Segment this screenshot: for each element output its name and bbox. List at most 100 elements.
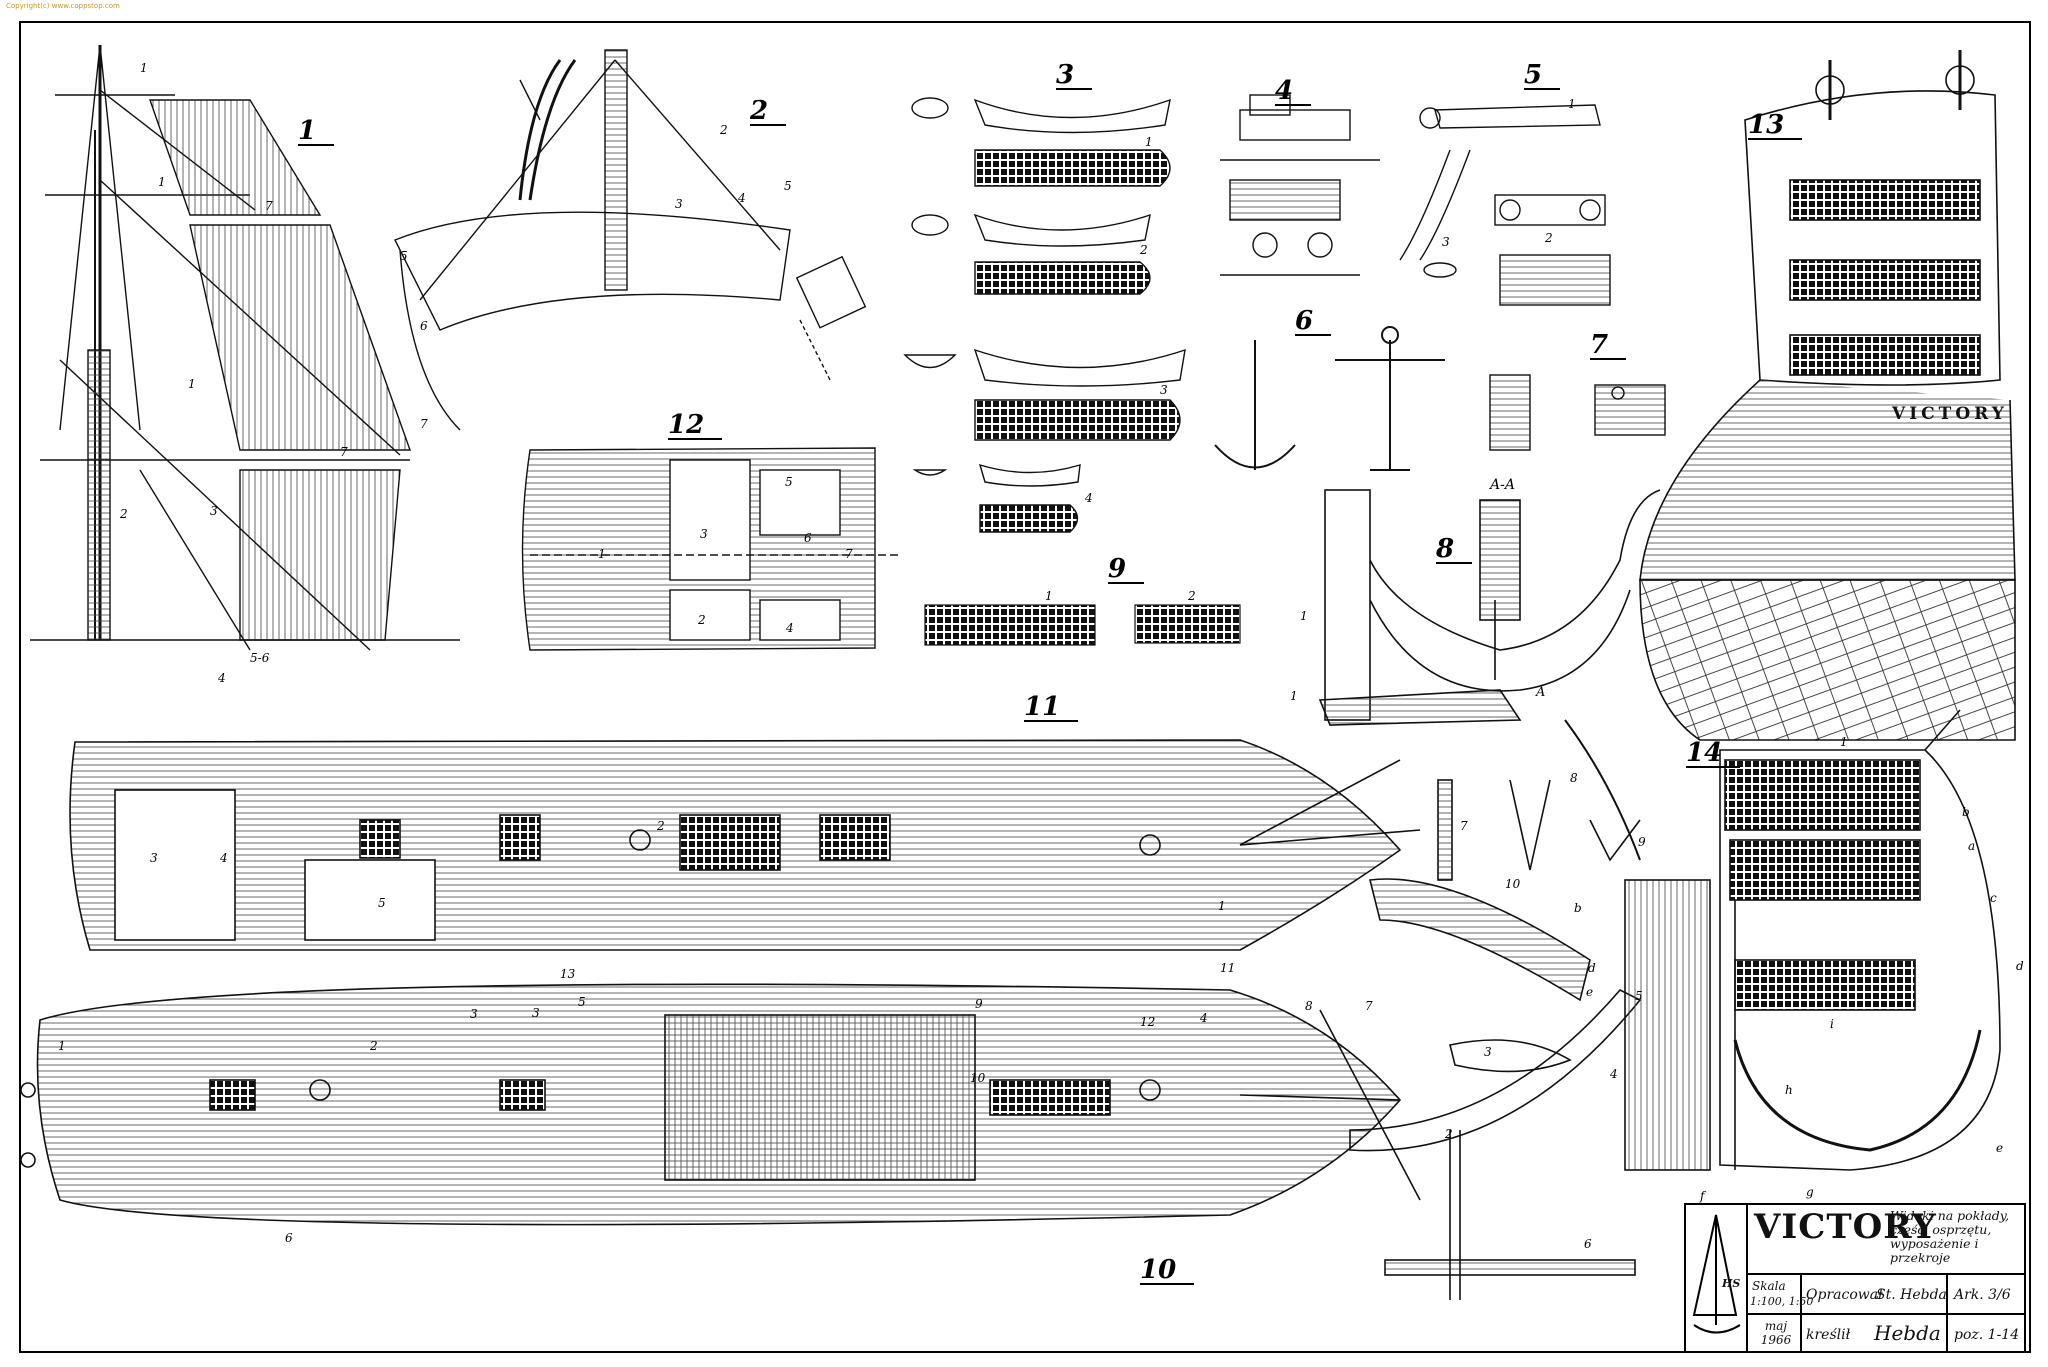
fig13-stern-view <box>1639 50 2016 741</box>
part-label: 1 <box>140 61 148 75</box>
part-label: 3 <box>1442 235 1450 249</box>
part-label: 3 <box>700 527 708 541</box>
fig-number-7: 7 <box>1590 332 1627 360</box>
part-label: 6 <box>285 1231 293 1245</box>
drawn-label: kreślił <box>1806 1327 1851 1343</box>
keel-and-frame-parts <box>1349 719 1711 1300</box>
fig-number-2: 2 <box>750 98 787 126</box>
part-label: 1 <box>1045 589 1053 603</box>
part-label: 11 <box>1220 961 1236 975</box>
part-label: 4 <box>1085 491 1093 505</box>
part-label: 5-6 <box>250 651 270 665</box>
part-label: b <box>1962 805 1970 819</box>
part-label: 7 <box>420 417 428 431</box>
fig-number-14: 14 <box>1686 740 1741 768</box>
fig-number-9: 9 <box>1108 556 1145 584</box>
fig-number-11: 11 <box>1024 694 1079 722</box>
part-label: a <box>1968 839 1976 853</box>
part-label: 5 <box>784 179 792 193</box>
part-label: 8 <box>1305 999 1313 1013</box>
author-signature: Hebda <box>1874 1321 1941 1345</box>
sheet-number: Ark. 3/6 <box>1954 1287 2011 1303</box>
stern-name-plate: VICTORY <box>1892 404 2008 424</box>
part-label: 2 <box>1545 231 1553 245</box>
fig-number-6: 6 <box>1295 308 1332 336</box>
part-label: 5 <box>378 896 386 910</box>
part-label: 2 <box>120 507 128 521</box>
part-label: 3 <box>675 197 683 211</box>
part-label: i <box>1830 1017 1834 1031</box>
part-label: e <box>1586 985 1594 999</box>
fig7-fittings <box>1489 374 1666 451</box>
part-label: 4 <box>218 671 226 685</box>
part-label: 1 <box>1145 135 1153 149</box>
part-label: e <box>1996 1141 2004 1155</box>
title-block-description: Widoki na pokłady, części osprzętu, wypo… <box>1890 1208 2010 1265</box>
part-label: 1 <box>158 175 166 189</box>
publisher-logo <box>1692 1214 1741 1334</box>
prepared-label: Opracował <box>1806 1287 1883 1303</box>
part-label: 1 <box>1290 689 1298 703</box>
author-name: St. Hebda <box>1876 1287 1947 1303</box>
part-label: 6 <box>804 531 812 545</box>
part-label: 4 <box>1200 1011 1208 1025</box>
items-range: poz. 1-14 <box>1954 1327 2020 1343</box>
part-label: 2 <box>657 819 665 833</box>
part-label: 5 <box>785 475 793 489</box>
part-label: 4 <box>1610 1067 1618 1081</box>
part-label: 7 <box>1460 819 1468 833</box>
fig-number-8: 8 <box>1436 536 1473 564</box>
part-label: 4 <box>738 191 746 205</box>
part-label: 1 <box>1300 609 1308 623</box>
part-label: f <box>1700 1189 1705 1203</box>
logo-letters: HS <box>1722 1277 1741 1290</box>
part-label: d <box>2016 959 2024 973</box>
fig4-5-guns <box>1220 94 1611 306</box>
part-label: 4 <box>220 851 228 865</box>
part-label: 2 <box>698 613 706 627</box>
part-label: 6 <box>1584 1237 1592 1251</box>
fig6-anchors <box>1214 326 1445 471</box>
part-label: 13 <box>560 967 576 981</box>
part-label: 1 <box>1568 97 1576 111</box>
title-block-title: VICTORY <box>1754 1207 1937 1247</box>
part-label: 4 <box>786 621 794 635</box>
part-label: 9 <box>975 997 983 1011</box>
fig1-mast-and-sails <box>30 44 460 651</box>
section-marker: A <box>1536 685 1546 700</box>
fig11-upper-deck <box>69 739 1421 951</box>
title-block: HS VICTORY Widoki na pokłady, części osp… <box>1684 1203 2026 1353</box>
part-label: 1 <box>1218 899 1226 913</box>
part-label: 1 <box>58 1039 66 1053</box>
fig2-masthead <box>394 49 867 431</box>
part-label: 3 <box>150 851 158 865</box>
part-label: 3 <box>1160 383 1168 397</box>
part-label: 7 <box>265 199 273 213</box>
part-label: 5 <box>400 249 408 263</box>
part-label: 1 <box>598 547 606 561</box>
fig-number-1: 1 <box>298 118 335 146</box>
part-label: g <box>1806 1185 1814 1199</box>
fig-number-12: 12 <box>668 412 723 440</box>
part-label: 3 <box>532 1006 540 1020</box>
fig3-boats <box>903 97 1186 533</box>
part-label: 9 <box>1638 835 1646 849</box>
part-label: 1 <box>1840 735 1848 749</box>
part-label: c <box>1990 891 1997 905</box>
fig-number-5: 5 <box>1524 62 1561 90</box>
fig9-window-panels <box>924 604 1241 646</box>
part-label: 2 <box>1140 243 1148 257</box>
fig12-deck-plan <box>521 447 900 651</box>
part-label: 1 <box>188 377 196 391</box>
fig10-lower-deck <box>20 983 1421 1226</box>
part-label: b <box>1574 901 1582 915</box>
fig-number-10: 10 <box>1140 1257 1195 1285</box>
part-label: 10 <box>1505 877 1521 891</box>
part-label: 2 <box>720 123 728 137</box>
part-label: 3 <box>470 1007 478 1021</box>
part-label: h <box>1785 1083 1793 1097</box>
fig-number-4: 4 <box>1275 78 1312 106</box>
fig-number-3: 3 <box>1056 62 1093 90</box>
